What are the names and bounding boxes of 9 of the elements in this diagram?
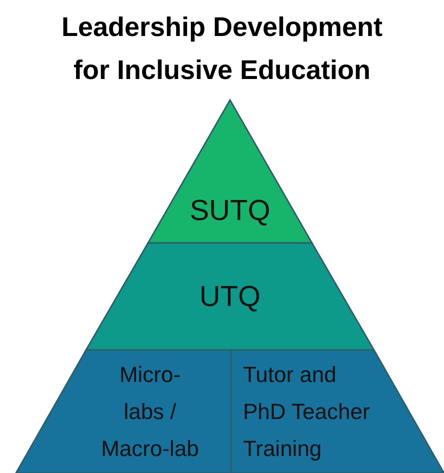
- pyramid-tier: [148, 100, 312, 243]
- tier-label: Tutor and PhD Teacher Training: [243, 361, 371, 463]
- tier-label: UTQ: [198, 280, 262, 315]
- tier-label: Micro-labs / Macro-lab: [100, 361, 200, 463]
- pyramid-tier: [231, 350, 444, 473]
- pyramid-tier: [86, 243, 374, 350]
- diagram-title: Leadership Development for Inclusive Education: [60, 11, 384, 87]
- pyramid-tier: [16, 350, 231, 473]
- tier-label: SUTQ: [188, 194, 272, 229]
